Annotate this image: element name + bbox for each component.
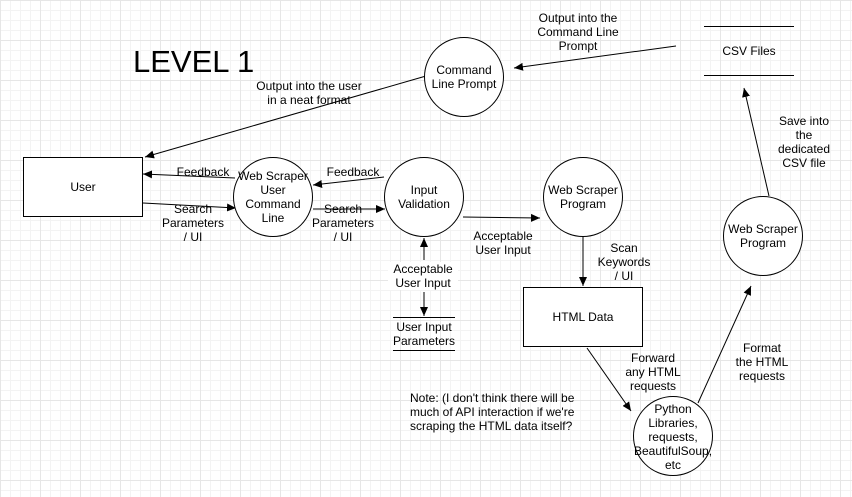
input-validation-process[interactable]: Input Validation — [384, 157, 464, 237]
web-scraper-program-2-process[interactable]: Web Scraper Program — [723, 196, 803, 276]
arrow-python-to-program2 — [697, 285, 752, 404]
user-input-parameters-datastore[interactable]: User Input Parameters — [393, 317, 455, 351]
label-acceptable-input-2: Acceptable User Input — [388, 262, 458, 290]
label-scan-keywords: Scan Keywords / UI — [597, 241, 651, 283]
label-search-parameters-1: Search Parameters / UI — [161, 202, 225, 244]
label-output-into-cmd: Output into the Command Line Prompt — [537, 11, 619, 53]
arrow-cmd-to-user — [144, 75, 427, 159]
page-title: LEVEL 1 — [133, 44, 255, 79]
arrow-cli-to-user-feedback — [142, 170, 236, 179]
csv-files-datastore[interactable]: CSV Files — [704, 26, 794, 76]
web-scraper-cli-process[interactable]: Web Scraper User Command Line — [233, 157, 313, 237]
html-data-entity[interactable]: HTML Data — [523, 287, 643, 347]
arrow-program2-to-csv — [742, 87, 770, 197]
arrow-validation-to-program — [462, 213, 541, 222]
arrow-csv-to-cmd — [513, 45, 677, 71]
web-scraper-program-process[interactable]: Web Scraper Program — [543, 157, 623, 237]
label-feedback-1: Feedback — [176, 165, 230, 179]
label-output-into-user: Output into the user in a neat format — [256, 79, 362, 107]
label-feedback-2: Feedback — [326, 165, 380, 179]
label-format-html: Format the HTML requests — [735, 341, 789, 383]
arrow-validation-to-cli-feedback — [312, 176, 385, 188]
label-forward-html: Forward any HTML requests — [625, 351, 681, 393]
python-libraries-process[interactable]: Python Libraries, requests, BeautifulSou… — [633, 396, 713, 476]
user-entity[interactable]: User — [23, 157, 143, 217]
label-save-csv: Save into the dedicated CSV file — [777, 114, 831, 170]
arrow-user-to-cli-search — [142, 202, 237, 212]
note-text: Note: (I don't think there will be much … — [410, 391, 575, 433]
arrow-html-to-python — [586, 347, 632, 412]
label-acceptable-input-1: Acceptable User Input — [473, 229, 533, 257]
label-search-parameters-2: Search Parameters / UI — [311, 202, 375, 244]
command-line-prompt-process[interactable]: Command Line Prompt — [424, 37, 504, 117]
